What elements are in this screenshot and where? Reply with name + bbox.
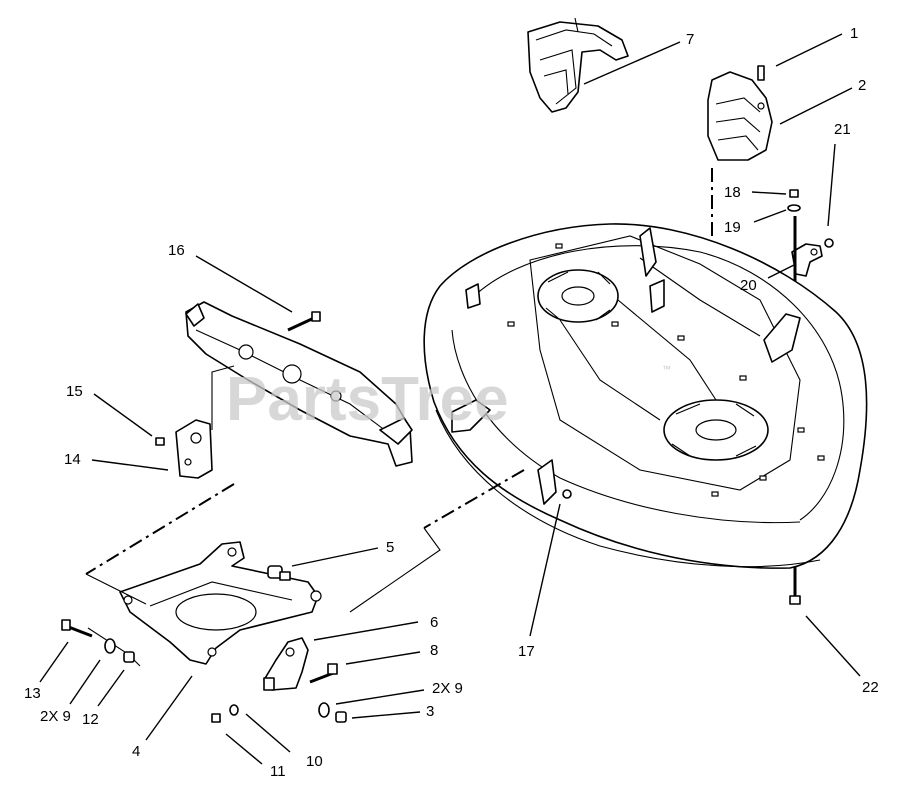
callout-7: 7 <box>686 31 694 48</box>
callout-3: 3 <box>426 703 434 720</box>
callout-11: 11 <box>270 763 286 780</box>
guide-line-deck-5 <box>423 469 525 529</box>
callout-labels: 1 2 3 2X 9 2X 9 4 5 6 7 8 10 11 12 13 14… <box>24 25 879 780</box>
part-20-elbow-fitting[interactable] <box>791 243 823 277</box>
leader-lines <box>39 33 861 765</box>
part-19-washer[interactable] <box>787 204 801 212</box>
part-21-plug[interactable] <box>824 238 834 248</box>
callout-16: 16 <box>168 242 185 259</box>
callout-4: 4 <box>132 743 140 760</box>
callout-12: 12 <box>82 711 99 728</box>
part-18-nut[interactable] <box>789 189 799 198</box>
callout-19: 19 <box>724 219 741 236</box>
guide-line-14-4 <box>85 483 235 575</box>
part-13-bolt[interactable] <box>61 619 93 638</box>
callout-21: 21 <box>834 121 851 138</box>
callout-2x9-left: 2X 9 <box>40 708 71 725</box>
watermark-trademark: ™ <box>662 364 671 374</box>
callout-17: 17 <box>518 643 535 660</box>
callout-14: 14 <box>64 451 81 468</box>
callout-22: 22 <box>862 679 879 696</box>
callout-8: 8 <box>430 642 438 659</box>
callout-6: 6 <box>430 614 438 631</box>
mower-deck-housing[interactable] <box>423 223 868 569</box>
callout-2: 2 <box>858 77 866 94</box>
guide-line-5 <box>85 527 441 613</box>
part-5-shoulder-bolt[interactable] <box>267 565 291 581</box>
callout-5: 5 <box>386 539 394 556</box>
callout-2x9-right: 2X 9 <box>432 680 463 697</box>
callout-20: 20 <box>740 277 757 294</box>
part-11-nut[interactable] <box>211 713 221 723</box>
guide-line-16-14 <box>211 365 235 430</box>
part-14-bracket[interactable] <box>175 419 213 479</box>
part-7-chute-cover[interactable] <box>527 17 629 113</box>
part-16-lift-arm[interactable] <box>185 301 413 467</box>
callout-15: 15 <box>66 383 83 400</box>
part-8-bolt[interactable] <box>309 663 338 684</box>
callout-18: 18 <box>724 184 741 201</box>
part-2-deflector[interactable] <box>707 65 773 161</box>
part-9-washer-left[interactable] <box>104 638 116 654</box>
part-4-mounting-plate[interactable] <box>119 541 322 665</box>
part-10-washer[interactable] <box>229 704 239 716</box>
part-6-bracket[interactable] <box>263 637 309 691</box>
part-3-nut[interactable] <box>335 711 347 723</box>
part-9-washer-right[interactable] <box>318 702 330 718</box>
callout-10: 10 <box>306 753 323 770</box>
part-17-spacer <box>562 489 572 499</box>
part-12-nut[interactable] <box>123 651 135 663</box>
watermark-text: PartsTree <box>226 365 509 434</box>
callout-1: 1 <box>850 25 858 42</box>
callout-13: 13 <box>24 685 41 702</box>
part-15-nut[interactable] <box>155 437 165 446</box>
